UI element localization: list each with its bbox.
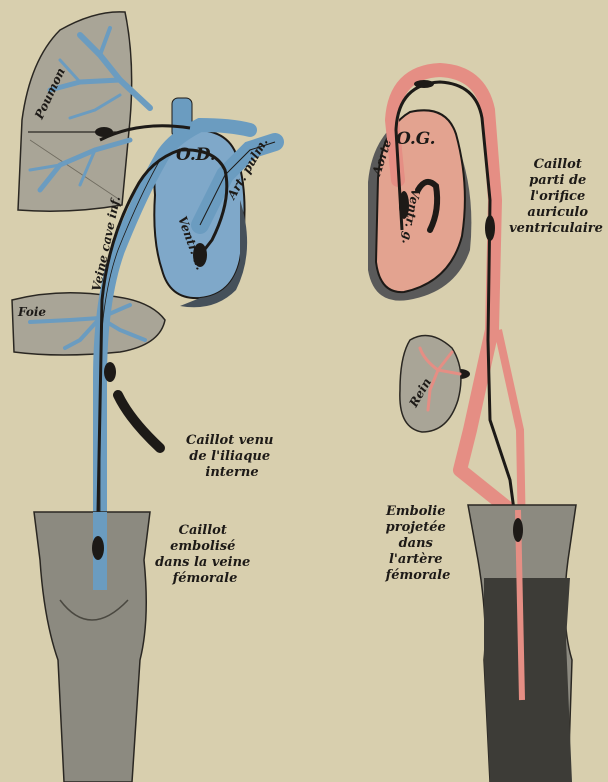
right-heart-label: O.D. — [176, 145, 216, 165]
caption-auricle: Caillot parti de l'orifice auriculo vent… — [509, 157, 603, 236]
femoral-embolus — [513, 518, 523, 542]
femoral-clot — [92, 536, 104, 560]
caption-iliac: Caillot venu de l'iliaque interne — [186, 433, 278, 480]
caption-embolism: Embolie projetée dans l'artère fémorale — [385, 504, 451, 583]
leg-left — [34, 512, 150, 782]
left-heart-label: O.G. — [396, 129, 436, 149]
right-figure: O.G. Ventr. g. Aorte Rein Caillot parti … — [368, 70, 603, 782]
liver-label: Foie — [17, 305, 46, 319]
iliac-clot — [118, 395, 160, 448]
left-figure: Poumon O.D. Ventr. d. Art. pulm. Veine c… — [12, 12, 278, 782]
leg-right-dark — [484, 578, 572, 782]
liver-shape — [12, 293, 165, 355]
caption-femoral: Caillot embolisé dans la veine fémorale — [155, 523, 255, 586]
